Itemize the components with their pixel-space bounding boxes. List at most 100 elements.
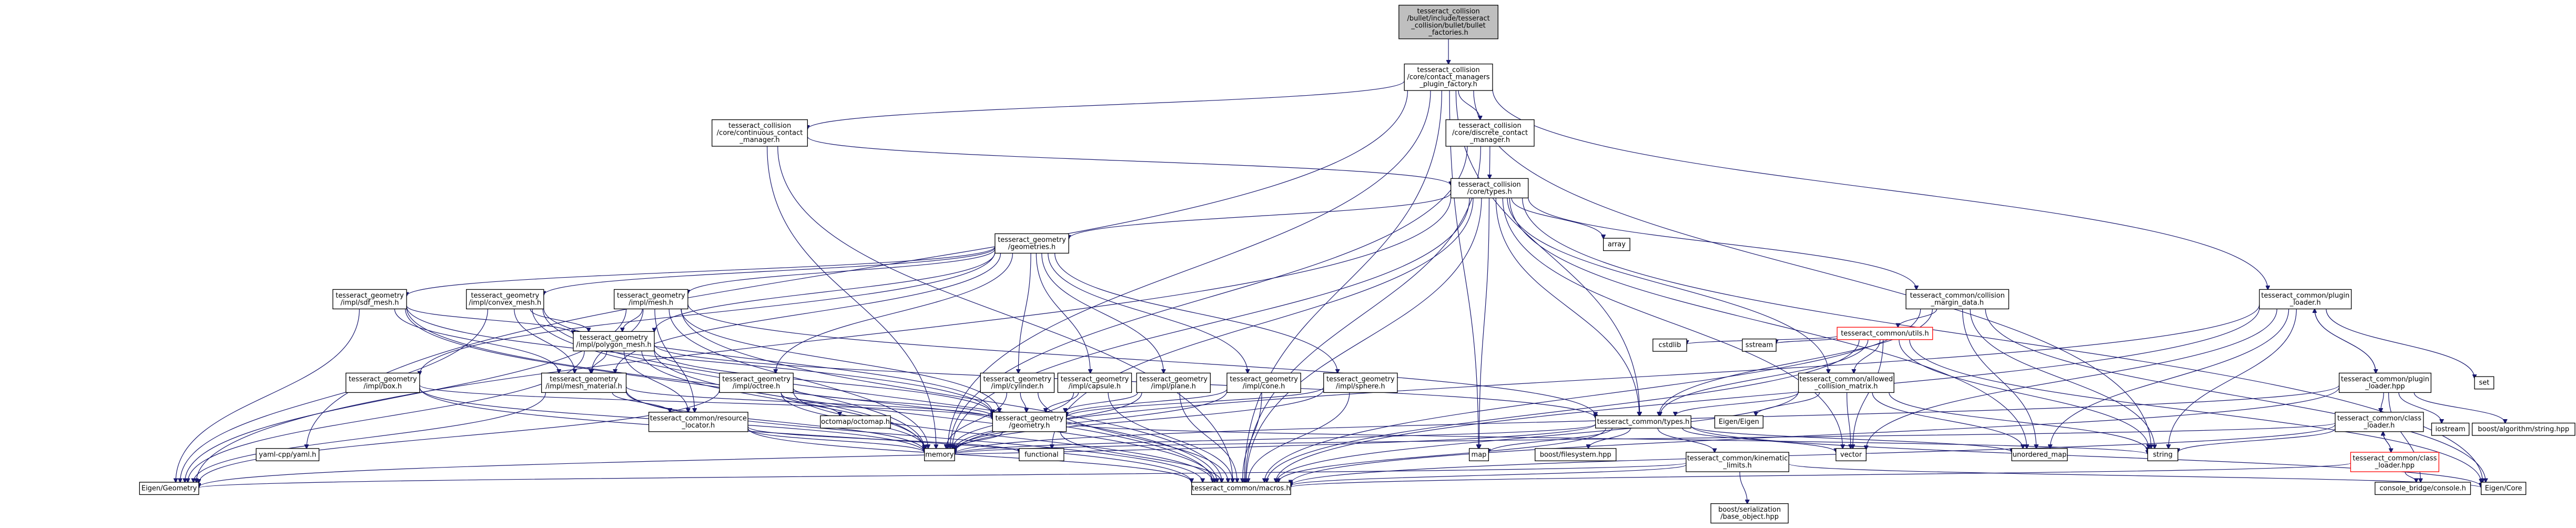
edge-ploaderhpp-to-ploader (2315, 309, 2376, 373)
node-root[interactable]: tesseract_collision/bullet/include/tesse… (1398, 5, 1498, 39)
edge-classloader-to-macros (1291, 424, 2336, 485)
node-eigencore[interactable]: Eigen/Core (2481, 482, 2527, 495)
node-eigengeo[interactable]: Eigen/Geometry (139, 482, 199, 495)
node-label-line: _loader.hpp (2365, 382, 2405, 390)
edge-geometries-to-polymesh (654, 252, 996, 332)
node-geometry[interactable]: tesseract_geometry/geometry.h (992, 412, 1067, 432)
node-label-line: _collision/bullet/bullet (1411, 22, 1485, 29)
edge-utils-to-eigencore (1909, 339, 2481, 483)
edge-kin-to-macros (1291, 464, 1687, 486)
node-eigeneig[interactable]: Eigen/Eigen (1714, 415, 1763, 429)
node-string[interactable]: string (2147, 448, 2178, 461)
node-polymesh[interactable]: tesseract_geometry/impl/polygon_mesh.h (573, 331, 655, 352)
node-box (2259, 289, 2352, 310)
node-label-line: tesseract_common/resource (650, 414, 747, 422)
node-console[interactable]: console_bridge/console.h (2375, 482, 2471, 495)
edge-geometries-to-convex (544, 247, 996, 295)
node-cylinder[interactable]: tesseract_geometry/impl/cylinder.h (980, 372, 1055, 393)
node-kin[interactable]: tesseract_common/kinematic_limits.h (1686, 452, 1789, 472)
node-array[interactable]: array (1603, 238, 1630, 251)
node-margin[interactable]: tesseract_common/collision_margin_data.h (1905, 289, 2010, 310)
node-ccm[interactable]: tesseract_collision/core/continuous_cont… (712, 119, 808, 147)
node-dcm[interactable]: tesseract_collision/core/discrete_contac… (1445, 119, 1535, 147)
node-ctypes[interactable]: tesseract_collision/core/types.h (1451, 178, 1529, 199)
node-label-line: _manager.h (1469, 136, 1510, 144)
node-box (2011, 448, 2068, 461)
node-label-line: _locator.h (681, 422, 715, 430)
node-box (1445, 119, 1535, 147)
node-label-line: /impl/polygon_mesh.h (576, 341, 651, 349)
node-label-line: Eigen/Geometry (141, 484, 197, 492)
node-box[interactable]: tesseract_geometry/impl/box.h (346, 372, 420, 393)
node-label-line: /core/types.h (1467, 188, 1512, 196)
node-sstream[interactable]: sstream (1742, 338, 1777, 352)
node-label-line: /impl/cylinder.h (991, 382, 1043, 390)
edge-utils-to-macros (1267, 339, 1860, 482)
node-sdf[interactable]: tesseract_geometry/impl/sdf_mesh.h (332, 289, 407, 310)
edge-sphere-to-memory (955, 389, 1324, 452)
edge-cylinder-to-geometry (1020, 392, 1027, 412)
node-bfs[interactable]: boost/filesystem.hpp (1535, 448, 1617, 461)
node-geometries[interactable]: tesseract_geometry/geometries.h (995, 233, 1069, 254)
node-plane[interactable]: tesseract_geometry/impl/plane.h (1136, 372, 1211, 393)
node-map[interactable]: map (1468, 448, 1489, 461)
node-box (2339, 372, 2432, 393)
edge-polymesh-to-eigengeo (188, 351, 585, 482)
node-balgo[interactable]: boost/algorithm/string.hpp (2471, 422, 2575, 436)
node-octomap[interactable]: octomap/octomap.h (820, 415, 891, 429)
node-label-line: set (2479, 379, 2489, 387)
edge-geometries-to-cylinder (1018, 253, 1031, 373)
node-cmpf[interactable]: tesseract_collision/core/contact_manager… (1404, 63, 1493, 91)
edge-ctypes2-to-map (1488, 428, 1613, 453)
node-yamlcpp[interactable]: yaml-cpp/yaml.h (256, 448, 320, 461)
node-cone[interactable]: tesseract_geometry/impl/cone.h (1226, 372, 1301, 393)
node-meshmat[interactable]: tesseract_geometry/impl/mesh_material.h (541, 372, 627, 393)
node-box (1019, 448, 1064, 461)
node-utils[interactable]: tesseract_common/utils.h (1837, 327, 1933, 340)
edge-ctypes2-to-umap (1690, 425, 2012, 452)
edge-cmpf-to-ccm (807, 80, 1405, 129)
edge-layer (176, 38, 2505, 504)
node-box (614, 289, 688, 310)
node-functional[interactable]: functional (1019, 448, 1064, 461)
node-cstdlib[interactable]: cstdlib (1652, 338, 1687, 352)
edge-ccm-to-macros (777, 146, 1233, 482)
node-box (139, 482, 199, 495)
node-box (1398, 5, 1498, 39)
node-bser[interactable]: boost/serialization/base_object.hpp (1710, 503, 1789, 524)
edge-ploader-to-vector (1866, 309, 2277, 449)
node-box (1595, 415, 1691, 429)
node-box (256, 448, 320, 461)
node-macros[interactable]: tesseract_common/macros.h (1191, 482, 1291, 495)
node-sphere[interactable]: tesseract_geometry/impl/sphere.h (1323, 372, 1398, 393)
node-umap[interactable]: unordered_map (2011, 448, 2068, 461)
node-octree[interactable]: tesseract_geometry/impl/octree.h (719, 372, 794, 393)
node-acm[interactable]: tesseract_common/allowed_collision_matri… (1798, 372, 1894, 393)
node-ctypes2[interactable]: tesseract_common/types.h (1595, 415, 1691, 429)
node-iostream[interactable]: iostream (2431, 422, 2470, 436)
node-box (1535, 448, 1617, 461)
node-ploader[interactable]: tesseract_common/plugin_loader.h (2259, 289, 2352, 310)
node-label-line: /impl/mesh.h (628, 299, 673, 307)
node-set[interactable]: set (2474, 376, 2494, 390)
node-memory[interactable]: memory (924, 448, 955, 461)
edge-mesh-to-eigengeo (185, 309, 627, 482)
node-classloaderhpp[interactable]: tesseract_common/class_loader.hpp (2350, 452, 2439, 472)
node-vector[interactable]: vector (1835, 448, 1867, 461)
node-convex[interactable]: tesseract_geometry/impl/convex_mesh.h (466, 289, 544, 310)
node-box (1837, 327, 1933, 340)
edge-utils-to-sstream (1776, 337, 1838, 343)
node-box (541, 372, 627, 393)
edge-ploaderhpp-to-balgo (2413, 392, 2505, 423)
node-ploaderhpp[interactable]: tesseract_common/plugin_loader.hpp (2339, 372, 2432, 393)
node-label-line: /impl/cone.h (1243, 382, 1285, 390)
node-capsule[interactable]: tesseract_geometry/impl/capsule.h (1057, 372, 1132, 393)
node-classloader[interactable]: tesseract_common/class_loader.h (2335, 412, 2424, 432)
node-resloc[interactable]: tesseract_common/resource_locator.h (648, 412, 748, 432)
edge-capsule-to-geometry (1046, 392, 1079, 412)
node-box (992, 412, 1067, 432)
node-label-line: cstdlib (1659, 341, 1681, 349)
node-label-line: map (1472, 451, 1487, 459)
node-mesh[interactable]: tesseract_geometry/impl/mesh.h (614, 289, 688, 310)
